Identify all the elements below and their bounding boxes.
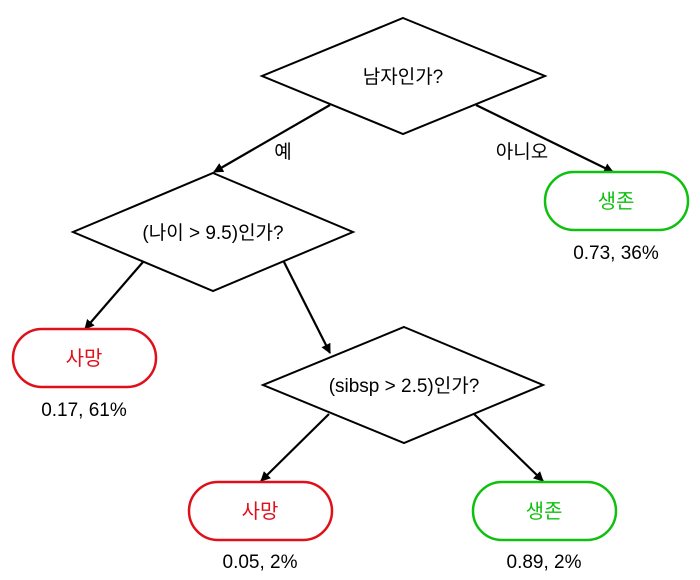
leaf-label-death-age: 사망 — [66, 347, 103, 370]
leaf-node-survive-sibsp: 생존 — [471, 480, 618, 542]
decision-node-sibsp: (sibsp > 2.5)인가? — [260, 325, 546, 445]
edge-sibsp-to-death — [260, 413, 330, 482]
edge-age-to-sibsp — [283, 261, 331, 354]
edge-age-to-death — [84, 261, 144, 330]
leaf-label-death-sibsp: 사망 — [242, 500, 279, 523]
edge-sibsp-to-survive — [473, 413, 544, 482]
leaf-node-death-sibsp: 사망 — [187, 480, 334, 542]
leaf-label-survive-sibsp: 생존 — [526, 500, 563, 523]
decision-node-age: (나이 > 9.5)인가? — [70, 171, 356, 293]
decision-label-sibsp: (sibsp > 2.5)인가? — [329, 375, 480, 397]
leaf-label-survive-root: 생존 — [598, 190, 635, 213]
edge-root-to-survive — [475, 104, 614, 173]
decision-label-age: (나이 > 9.5)인가? — [142, 222, 283, 244]
leaf-stat-survive-sibsp: 0.89, 2% — [507, 552, 582, 573]
leaf-node-death-age: 사망 — [11, 327, 158, 389]
leaf-node-survive-root: 생존 — [543, 170, 690, 232]
edge-label-yes: 예 — [274, 141, 291, 163]
edge-root-to-age — [213, 104, 331, 173]
edge-label-no: 아니오 — [496, 141, 548, 163]
leaf-stat-death-sibsp: 0.05, 2% — [223, 552, 298, 573]
leaf-stat-survive-root: 0.73, 36% — [573, 243, 659, 264]
leaf-stat-death-age: 0.17, 61% — [41, 400, 127, 421]
decision-node-root: 남자인가? — [259, 16, 548, 136]
decision-label-root: 남자인가? — [363, 66, 444, 88]
